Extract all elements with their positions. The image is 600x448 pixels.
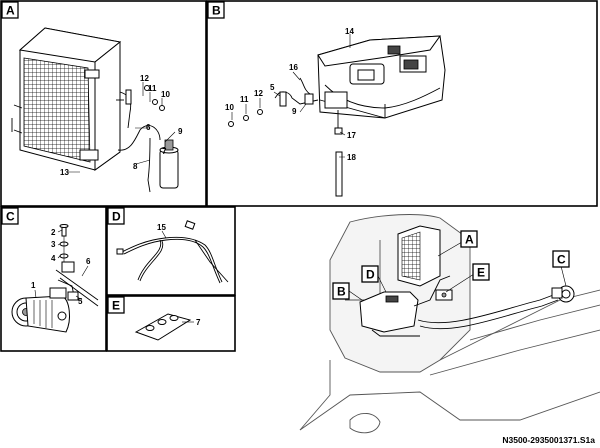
callout-c-6: 6: [86, 257, 91, 266]
callout-c-1: 1: [31, 281, 36, 290]
panel-c-callouts: 2 3 4 1 6 5: [31, 228, 91, 306]
callout-b-12: 12: [254, 89, 263, 98]
overview-tag-a: A: [465, 233, 474, 247]
callout-e-7: 7: [196, 318, 201, 327]
callout-b-16: 16: [289, 63, 298, 72]
panel-a-leaders: [68, 82, 176, 173]
plate-illustration: [134, 313, 192, 341]
callout-c-5: 5: [78, 297, 83, 306]
panel-c-tag: C: [6, 210, 15, 224]
panel-a: A: [0, 0, 207, 207]
overview-tag-e: E: [477, 266, 485, 280]
callout-a-6: 6: [146, 123, 151, 132]
panel-a-tag: A: [6, 4, 15, 18]
callout-a-9: 9: [178, 127, 183, 136]
panel-c-leaders: [34, 229, 89, 301]
overview-tags: A B C D E: [332, 230, 570, 300]
callout-b-11: 11: [240, 95, 249, 104]
callout-d-15: 15: [157, 223, 166, 232]
overview-tag-d: D: [366, 268, 375, 282]
callout-b-17: 17: [347, 131, 356, 140]
callout-b-14: 14: [345, 27, 354, 36]
panel-b-leaders: [231, 34, 351, 158]
overview-tag-c: C: [557, 253, 566, 267]
condenser-illustration: [11, 27, 179, 193]
callout-c-4: 4: [51, 254, 56, 263]
panel-e-tag: E: [112, 299, 120, 313]
callout-b-18: 18: [347, 153, 356, 162]
overview-tag-b: B: [337, 285, 346, 299]
panel-b-callouts: 14 16 10 11 12 5 9 17 18: [225, 27, 356, 162]
panel-e: E 7: [106, 295, 236, 352]
panel-c: C 2 3 4 1: [0, 206, 107, 352]
document-number: N3500-2935001371.S1a: [502, 435, 595, 445]
evaporator-illustration: [228, 35, 446, 197]
callout-a-10: 10: [161, 90, 170, 99]
callout-c-2: 2: [51, 228, 56, 237]
panel-d: D 15: [106, 206, 236, 296]
panel-d-tag: D: [112, 210, 121, 224]
callout-b-9: 9: [292, 107, 297, 116]
callout-a-11: 11: [148, 84, 157, 93]
compressor-illustration: [11, 224, 99, 333]
panel-b-tag: B: [212, 4, 221, 18]
callout-c-3: 3: [51, 240, 56, 249]
callout-a-12: 12: [140, 74, 149, 83]
callout-b-10: 10: [225, 103, 234, 112]
callout-a-13: 13: [60, 168, 69, 177]
callout-b-5: 5: [270, 83, 275, 92]
hose-illustration: [116, 220, 229, 284]
overview-leaders: [348, 241, 567, 301]
callout-a-7: 7: [162, 147, 167, 156]
machine-overview: [299, 214, 600, 434]
panel-a-callouts: 12 11 10 6 9 7 8 13: [60, 74, 183, 177]
panel-b: B 14: [206, 0, 598, 207]
callout-a-8: 8: [133, 162, 138, 171]
panel-d-leader: [161, 230, 167, 239]
